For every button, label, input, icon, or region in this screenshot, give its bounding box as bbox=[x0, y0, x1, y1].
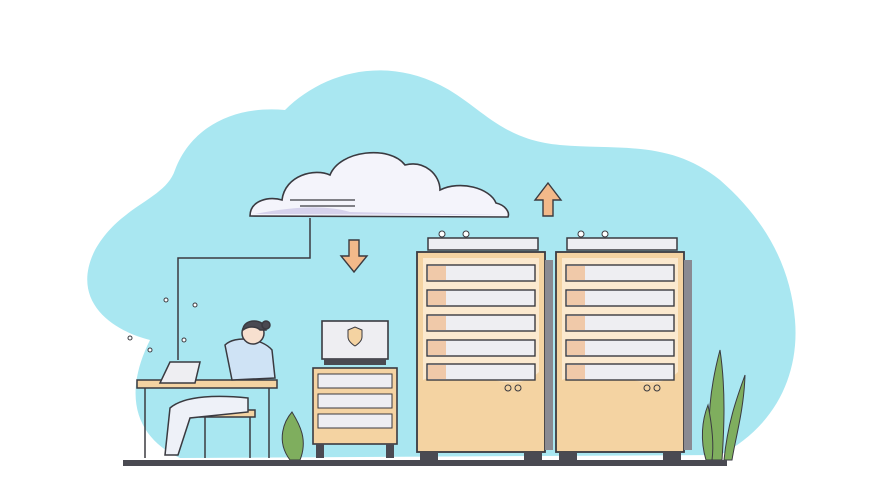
arrow-down-icon bbox=[339, 239, 369, 274]
server-rack bbox=[416, 230, 553, 460]
server-rack bbox=[555, 230, 693, 461]
thought-marks bbox=[127, 297, 198, 353]
desk bbox=[136, 379, 278, 458]
plant-left bbox=[281, 411, 304, 461]
small-server-cabinet bbox=[312, 320, 398, 458]
plant-right bbox=[701, 349, 746, 461]
arrow-up-icon bbox=[533, 181, 563, 217]
floor-line bbox=[123, 460, 727, 466]
cloud bbox=[249, 151, 510, 218]
person bbox=[158, 320, 276, 456]
cable bbox=[177, 218, 311, 360]
